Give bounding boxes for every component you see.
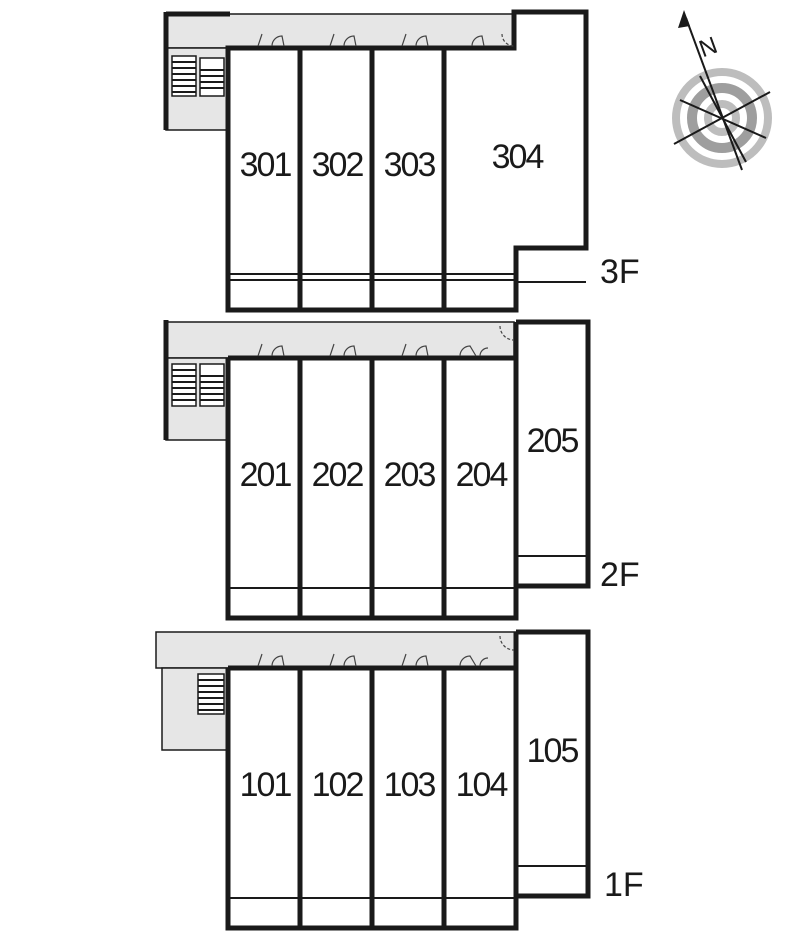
staircase-3f xyxy=(171,55,225,97)
floor-label: 3F xyxy=(600,253,640,291)
north-arrow-icon xyxy=(678,10,690,28)
floor-label: 1F xyxy=(604,866,644,904)
unit-label: 105 xyxy=(527,732,579,770)
north-label: N xyxy=(696,32,722,63)
corridor-2f xyxy=(165,321,515,359)
unit-label: 302 xyxy=(312,146,364,184)
unit-label: 203 xyxy=(384,456,436,494)
unit-label: 202 xyxy=(312,456,364,494)
staircase-1f xyxy=(197,673,225,715)
floor-3f: 301 302 303 304 3F xyxy=(163,9,640,313)
unit-label: 205 xyxy=(527,422,579,460)
staircase-2f xyxy=(171,363,225,407)
floor-2f: 201 202 203 204 205 2F xyxy=(163,319,640,621)
unit-label: 204 xyxy=(456,456,508,494)
unit-label: 304 xyxy=(492,138,544,176)
floor-1f: 101 102 103 104 105 1F xyxy=(155,629,644,931)
unit-label: 301 xyxy=(240,146,292,184)
unit-label: 201 xyxy=(240,456,292,494)
unit-label: 104 xyxy=(456,766,508,804)
unit-label: 103 xyxy=(384,766,436,804)
compass-rose: N xyxy=(672,10,772,171)
corridor-3f xyxy=(165,13,515,49)
unit-label: 102 xyxy=(312,766,364,804)
outer-wall-3f xyxy=(225,9,589,313)
unit-label: 101 xyxy=(240,766,292,804)
unit-label: 303 xyxy=(384,146,436,184)
floor-label: 2F xyxy=(600,556,640,594)
corridor-1f xyxy=(155,631,517,669)
